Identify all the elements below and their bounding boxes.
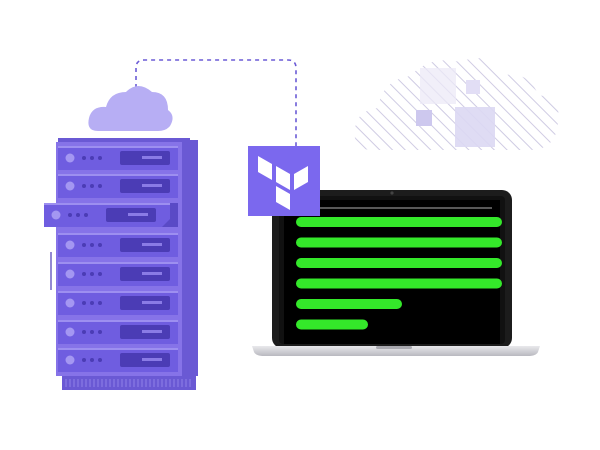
drive-edge [162, 203, 178, 227]
rack-drive [58, 320, 178, 344]
drive-power-light [65, 327, 75, 337]
drive-status-dot [90, 184, 94, 188]
rack-drive [58, 233, 178, 257]
drive-slot-handle [142, 358, 162, 361]
rack-drive [58, 146, 178, 170]
drive-highlight [58, 320, 178, 322]
drive-highlight [58, 348, 178, 350]
drive-highlight [58, 146, 178, 148]
drive-highlight [58, 262, 178, 264]
drive-highlight [58, 291, 178, 293]
drive-status-dot [82, 301, 86, 305]
drive-status-dot [90, 272, 94, 276]
rack-drives [44, 146, 178, 372]
drive-slot-handle [142, 243, 162, 246]
drive-status-dot [98, 184, 102, 188]
rack-side [182, 140, 198, 376]
drive-status-dot [76, 213, 80, 217]
drive-status-dot [98, 330, 102, 334]
drive-status-dot [82, 243, 86, 247]
drive-slot-handle [142, 330, 162, 333]
drive-status-dot [90, 156, 94, 160]
terraform-logo-icon [258, 156, 308, 210]
server-rack [44, 138, 198, 390]
drive-status-dot [98, 272, 102, 276]
rack-drive [58, 291, 178, 315]
drive-slot-handle [142, 272, 162, 275]
drive-highlight [58, 174, 178, 176]
laptop [252, 190, 540, 356]
terraform-logo-tile [248, 146, 320, 216]
drive-status-dot [98, 243, 102, 247]
drive-status-dot [84, 213, 88, 217]
drive-status-dot [82, 272, 86, 276]
drive-power-light [65, 181, 75, 191]
drive-status-dot [90, 358, 94, 362]
drive-status-dot [82, 184, 86, 188]
laptop-camera [390, 191, 394, 195]
rack-drive [58, 262, 178, 286]
drive-power-light [51, 210, 61, 220]
rack-drive [58, 348, 178, 372]
drive-power-light [65, 355, 75, 365]
drive-status-dot [82, 358, 86, 362]
cloud-icon [88, 86, 173, 131]
drive-slot-handle [142, 184, 162, 187]
drive-power-light [65, 269, 75, 279]
drive-status-dot [98, 301, 102, 305]
drive-status-dot [68, 213, 72, 217]
drive-status-dot [82, 156, 86, 160]
drive-slot-handle [142, 156, 162, 159]
laptop-base [252, 346, 540, 356]
drive-highlight [44, 203, 174, 205]
laptop-notch [376, 346, 412, 349]
drive-status-dot [90, 301, 94, 305]
rack-vents [65, 379, 191, 387]
drive-power-light [65, 153, 75, 163]
terminal-lines [296, 217, 502, 330]
hatched-cloud [354, 58, 559, 150]
rack-drive [44, 203, 178, 227]
drive-slot-handle [142, 301, 162, 304]
rack-drive [58, 174, 178, 198]
rack-top [58, 138, 190, 144]
drive-power-light [65, 298, 75, 308]
drive-status-dot [90, 243, 94, 247]
drive-status-dot [98, 156, 102, 160]
drive-status-dot [90, 330, 94, 334]
drive-status-dot [98, 358, 102, 362]
drive-power-light [65, 240, 75, 250]
drive-slot-handle [128, 213, 148, 216]
dashed-connector [135, 59, 297, 148]
drive-status-dot [82, 330, 86, 334]
drive-highlight [58, 233, 178, 235]
